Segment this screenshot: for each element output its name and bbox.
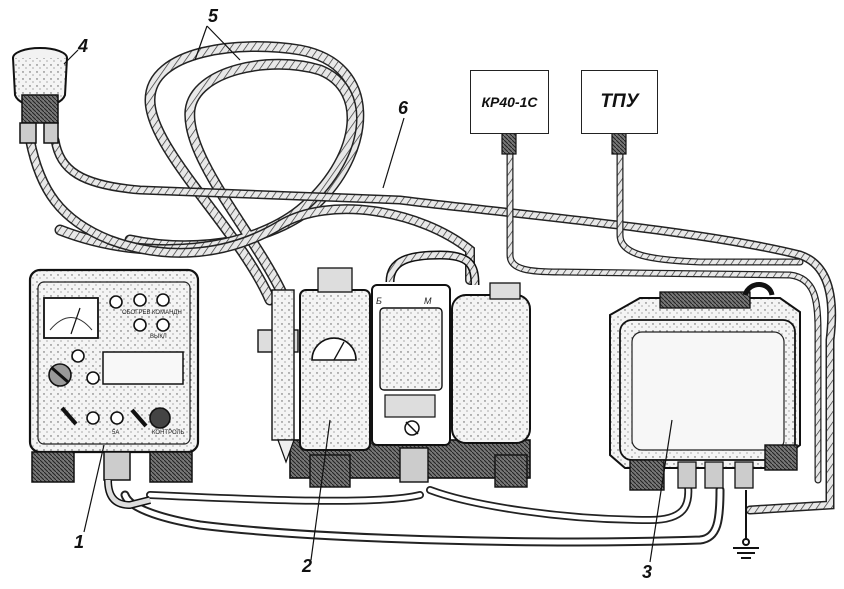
callout-4: 4	[78, 36, 89, 56]
central-unit-2	[257, 250, 531, 488]
panel-label-obogrev: ОБОГРЕВ	[122, 310, 151, 316]
headset-plug-4	[12, 47, 68, 144]
callout-2: 2	[302, 556, 313, 576]
panel-label-vykl: ВЫКЛ	[150, 334, 167, 340]
tpu-box: ТПУ	[581, 70, 658, 134]
callout-1: 1	[74, 532, 85, 552]
cable-5-loop	[25, 41, 475, 306]
panel-label-komandn: КОМАНДН	[152, 310, 182, 316]
callout-5: 5	[208, 6, 219, 26]
tpu-box-connector	[611, 131, 627, 155]
kr-box-connector	[501, 131, 517, 155]
meter-scale-b: Б	[376, 296, 382, 306]
callout-3: 3	[642, 562, 653, 582]
control-panel-1	[28, 268, 200, 510]
amplifier-3	[609, 282, 801, 491]
panel-label-kontrol: КОНТРОЛЬ	[152, 430, 185, 436]
bottom-cables	[120, 481, 725, 547]
callout-6: 6	[398, 98, 409, 118]
cable-6-run	[50, 135, 837, 515]
kr40-box: КР40-1С	[470, 70, 549, 134]
callout-leaders	[63, 25, 673, 563]
ground-symbol	[733, 490, 759, 559]
meter-scale-m: М	[424, 296, 432, 306]
panel-label-5a: 5А	[112, 430, 120, 436]
